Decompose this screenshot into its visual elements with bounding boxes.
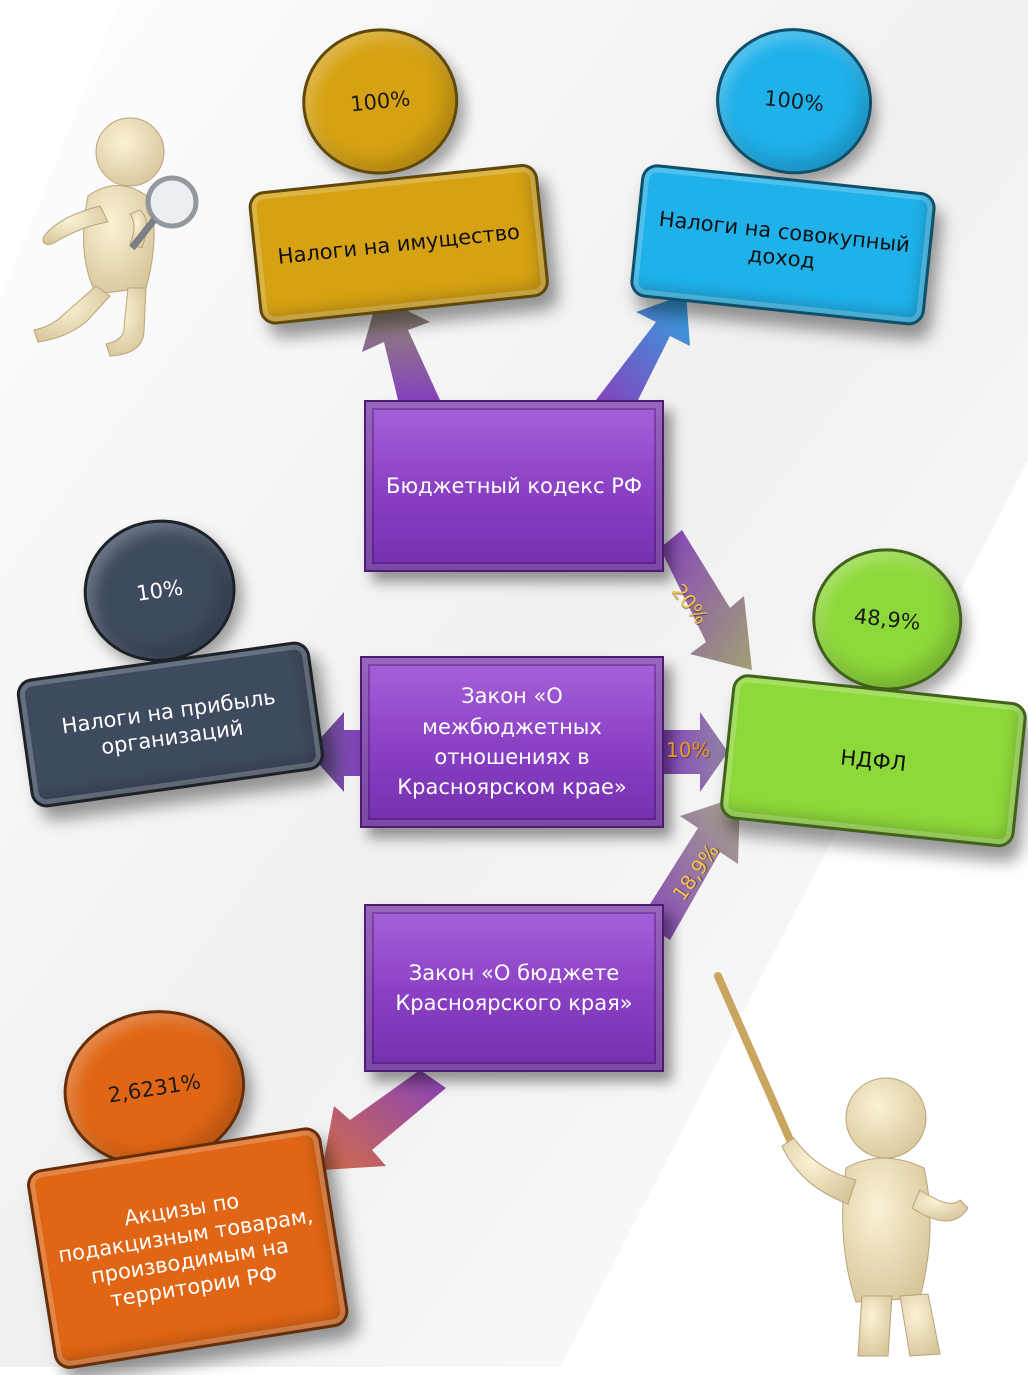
ndfl-group: 48,9% НДФЛ [713, 533, 1028, 863]
total-income-tax-plate: Налоги на совокупный доход [628, 162, 938, 327]
profit-tax-group: 10% Налоги на прибыль организаций [0, 500, 334, 830]
ndfl-percent-circle: 48,9% [805, 540, 970, 698]
total-income-tax-group: 100% Налоги на совокупный доход [623, 13, 953, 343]
law-budget-code: Бюджетный кодекс РФ [364, 400, 664, 572]
total-income-tax-percent: 100% [762, 86, 826, 117]
total-income-tax-percent-circle: 100% [708, 20, 880, 182]
total-income-tax-label: Налоги на совокупный доход [657, 206, 911, 274]
property-tax-percent: 100% [349, 86, 412, 117]
law-krai-budget-label: Закон «О бюджете Красноярского края» [395, 960, 633, 1015]
property-tax-label: Налоги на имущество [276, 219, 521, 269]
law-krai-budget: Закон «О бюджете Красноярского края» [364, 904, 664, 1072]
property-tax-group: 100% Налоги на имущество [223, 13, 552, 338]
law-interbudget: Закон «О межбюджетных отношениях в Красн… [360, 656, 664, 828]
share-budget-code-ndfl: 20% [667, 579, 714, 629]
ndfl-plate: НДФЛ [718, 672, 1028, 849]
profit-tax-plate: Налоги на прибыль организаций [14, 639, 326, 810]
profit-tax-percent: 10% [134, 575, 185, 606]
property-tax-percent-circle: 100% [295, 20, 466, 183]
excise-group: 2,6231% Акцизы по подакцизным товарам, п… [0, 986, 357, 1375]
law-interbudget-label: Закон «О межбюджетных отношениях в Красн… [397, 684, 627, 800]
share-krai-budget-ndfl: 18,9% [667, 839, 724, 905]
property-tax-plate: Налоги на имущество [247, 162, 551, 327]
excise-percent: 2,6231% [106, 1069, 203, 1108]
excise-label: Акцизы по подакцизным товарам, производи… [56, 1188, 315, 1312]
ndfl-percent: 48,9% [852, 604, 922, 635]
excise-plate: Акцизы по подакцизным товарам, производи… [24, 1125, 351, 1372]
ndfl-label: НДФЛ [839, 745, 908, 777]
profit-tax-label: Налоги на прибыль организаций [60, 684, 277, 760]
share-interbudget-ndfl: 10% [666, 738, 711, 762]
profit-tax-percent-circle: 10% [74, 509, 245, 672]
law-budget-code-label: Бюджетный кодекс РФ [386, 473, 642, 498]
